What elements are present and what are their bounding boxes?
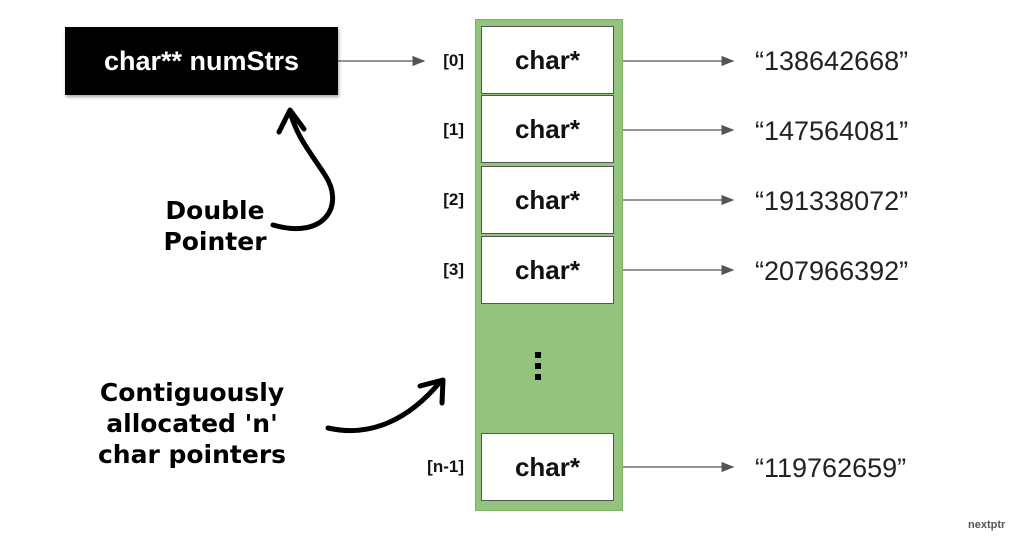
- string-value-0: “138642668”: [755, 46, 909, 76]
- contiguous-curve-arrow: [325, 379, 443, 434]
- contiguous-note-line-2: allocated 'n': [106, 409, 278, 438]
- ellipsis-dots: [535, 352, 543, 380]
- double-pointer-curve-arrow: [270, 112, 336, 232]
- contiguous-arrowhead: [417, 377, 446, 406]
- contiguous-note: Contiguously allocated 'n' char pointers: [82, 377, 302, 470]
- contiguous-note-line-3: char pointers: [97, 440, 287, 469]
- array-cell-3: char*: [481, 236, 614, 304]
- array-cell-1: char*: [481, 95, 614, 163]
- string-value-1: “147564081”: [755, 116, 909, 146]
- contiguous-note-line-1: Contiguously: [99, 378, 285, 407]
- array-cell-0: char*: [481, 26, 614, 94]
- double-pointer-note: Double Pointer: [140, 195, 290, 257]
- index-label-n-1: [n-1]: [427, 457, 464, 476]
- index-label-3: [3]: [443, 260, 464, 279]
- pointer-box: char** numStrs: [65, 27, 338, 95]
- brand-logo-text: nextptr: [968, 519, 1006, 531]
- double-pointer-arrowhead: [276, 107, 307, 135]
- double-pointer-note-line-2: Pointer: [163, 227, 267, 256]
- double-pointer-note-line-1: Double: [165, 196, 265, 225]
- index-label-2: [2]: [443, 190, 464, 209]
- string-value-n-1: “119762659”: [755, 453, 907, 483]
- array-cell-2: char*: [481, 166, 614, 234]
- array-cell-n-1: char*: [481, 433, 614, 501]
- string-value-3: “207966392”: [755, 256, 909, 286]
- index-label-0: [0]: [443, 51, 464, 70]
- string-value-2: “191338072”: [755, 186, 909, 216]
- index-label-1: [1]: [443, 120, 464, 139]
